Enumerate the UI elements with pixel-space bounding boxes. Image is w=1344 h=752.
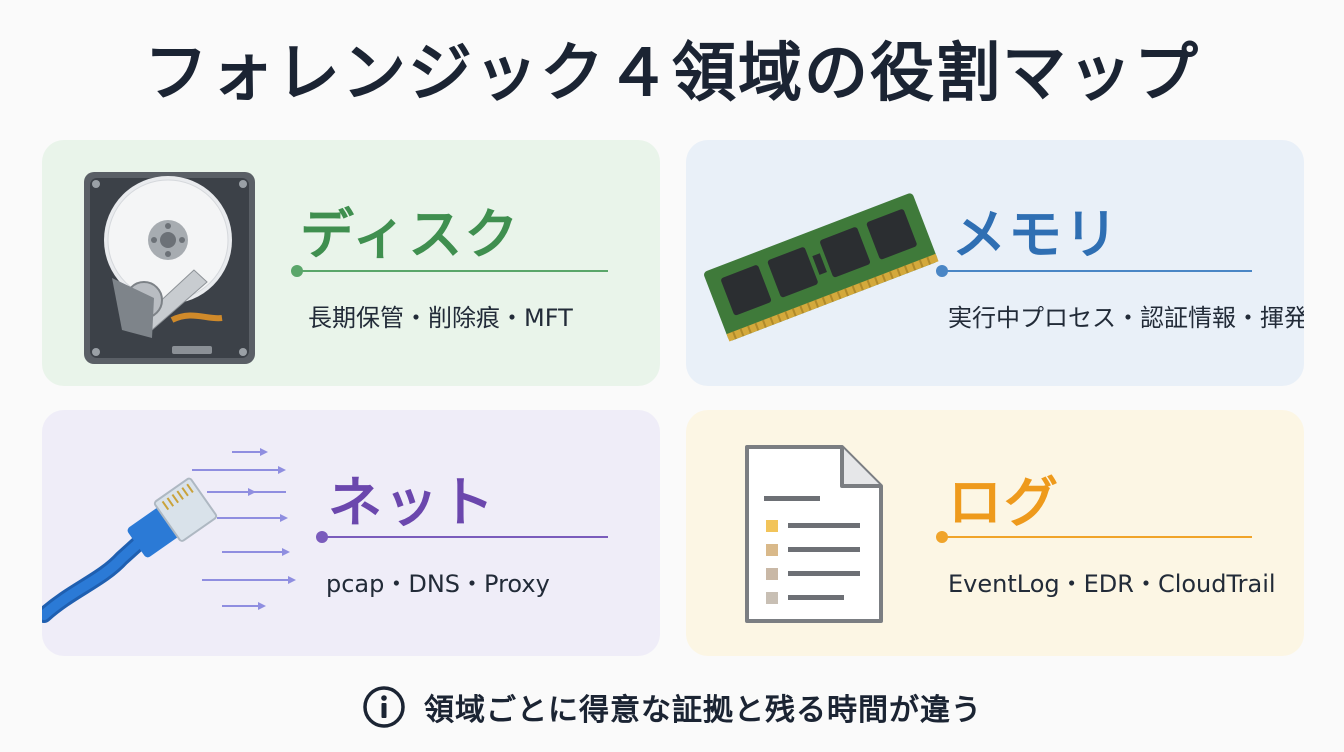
card-items: 長期保管・削除痕・MFT: [308, 304, 573, 332]
bullet-dot: [936, 265, 948, 277]
divider: [944, 270, 1252, 272]
footer-note: 領域ごとに得意な証拠と残る時間が違う: [424, 693, 982, 728]
card-items: pcap・DNS・Proxy: [326, 570, 550, 598]
page-title: フォレンジック４領域の役割マップ: [144, 37, 1200, 111]
info-icon: [363, 686, 405, 728]
ethernet-cable-icon: [42, 448, 296, 623]
divider: [300, 270, 608, 272]
card-network: ネット pcap・DNS・Proxy: [42, 410, 660, 656]
card-heading: ディスク: [300, 203, 521, 266]
card-log: ログ EventLog・EDR・CloudTrail: [686, 410, 1304, 656]
divider: [944, 536, 1252, 538]
memory-module-icon: [704, 193, 939, 342]
card-items: 実行中プロセス・認証情報・揮発性: [948, 304, 1304, 332]
bullet-dot: [936, 531, 948, 543]
card-heading: ネット: [328, 471, 496, 534]
card-items: EventLog・EDR・CloudTrail: [948, 570, 1276, 598]
log-document-icon: [745, 445, 883, 623]
card-memory: メモリ 実行中プロセス・認証情報・揮発性: [686, 140, 1304, 386]
bullet-dot: [291, 265, 303, 277]
card-heading: メモリ: [952, 203, 1120, 266]
card-disk: ディスク 長期保管・削除痕・MFT: [42, 140, 660, 386]
card-heading: ログ: [948, 471, 1060, 534]
bullet-dot: [316, 531, 328, 543]
footer-note-row: 領域ごとに得意な証拠と残る時間が違う: [0, 682, 1344, 732]
divider: [324, 536, 608, 538]
hard-disk-icon: [84, 172, 255, 364]
